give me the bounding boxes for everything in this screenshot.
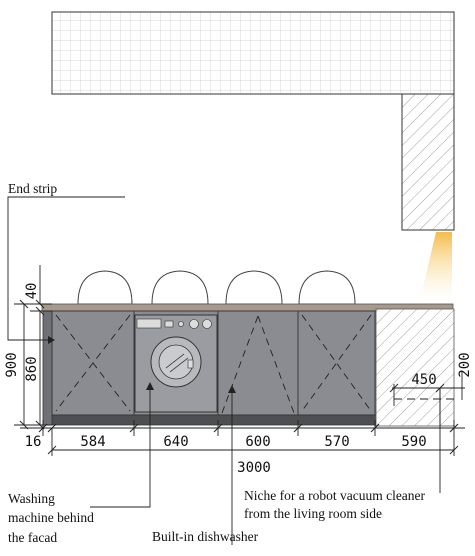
dim-niche-width: 590 [401, 434, 426, 450]
washing-machine [134, 314, 218, 413]
label-washer-line1: Washing [8, 491, 55, 506]
dim-end-strip-width: 16 [25, 434, 42, 450]
dim-module-1: 584 [80, 434, 105, 450]
dim-module-2: 640 [163, 434, 188, 450]
label-washer-line2: machine behind [8, 510, 94, 525]
dim-module-3: 600 [245, 434, 270, 450]
label-niche-line1: Niche for a robot vacuum cleaner [244, 488, 426, 503]
door-swing-lines [55, 314, 372, 414]
dome-4 [298, 270, 356, 305]
dimension-lines [14, 265, 465, 456]
dim-total-height: 900 [4, 352, 20, 377]
label-washer-line3: the facad [8, 530, 57, 545]
end-strip-panel [42, 310, 53, 426]
plinth [51, 414, 383, 426]
dome-2 [151, 270, 209, 305]
robot-niche [375, 308, 455, 427]
pendant-domes [77, 270, 356, 305]
dim-overall-width: 3000 [237, 460, 271, 476]
dome-3 [225, 270, 283, 305]
dim-niche-depth: 450 [411, 372, 436, 388]
light-glow [420, 232, 452, 300]
label-end-strip: End strip [8, 181, 57, 196]
dome-1 [77, 270, 133, 305]
label-niche-line2: from the living room side [244, 506, 382, 521]
leader-arrows [48, 336, 236, 393]
dim-niche-height: 200 [457, 352, 473, 377]
label-dishwasher: Built-in dishwasher [152, 529, 259, 544]
dim-module-4: 570 [324, 434, 349, 450]
dim-cabinet-height: 860 [24, 356, 40, 381]
upper-wall-panel [51, 11, 455, 231]
leader-lines [7, 196, 441, 545]
dim-top-gap: 40 [24, 283, 40, 300]
